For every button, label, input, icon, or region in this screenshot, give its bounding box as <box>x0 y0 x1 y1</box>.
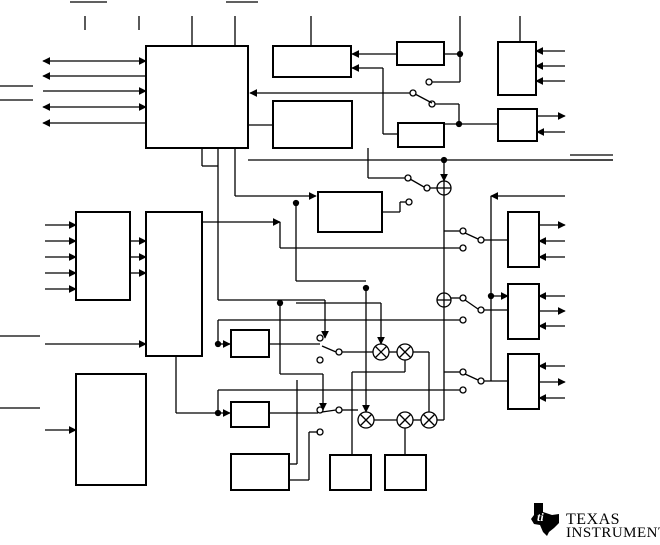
bottom-block-right <box>384 454 427 491</box>
small-block-2 <box>230 401 270 428</box>
small-block-1 <box>230 329 270 358</box>
logo-text-line2: INSTRUMENTS <box>566 525 660 541</box>
bottom-block-left <box>230 453 290 491</box>
output-block-1 <box>507 211 540 268</box>
svg-text:ti: ti <box>537 510 544 524</box>
block-top-right-a <box>396 41 445 66</box>
memory-block <box>75 373 147 486</box>
processor-block <box>145 211 203 357</box>
logo-text-line1: TEXAS <box>566 511 621 528</box>
main-controller-block <box>145 45 249 149</box>
output-block-3 <box>507 353 540 410</box>
input-block-left <box>75 211 131 301</box>
block-far-right-b <box>497 108 538 142</box>
output-block-2 <box>507 283 540 340</box>
block-far-right-a <box>497 41 537 96</box>
block-top-mid-b <box>272 100 353 149</box>
texas-state-outline-icon: ti <box>531 503 559 536</box>
block-middle <box>317 191 383 233</box>
block-top-right-b <box>397 122 445 148</box>
block-top-mid-a <box>272 45 352 78</box>
texas-instruments-logo: ti TEXAS INSTRUMENTS <box>528 497 660 541</box>
bottom-block-mid <box>329 454 372 491</box>
